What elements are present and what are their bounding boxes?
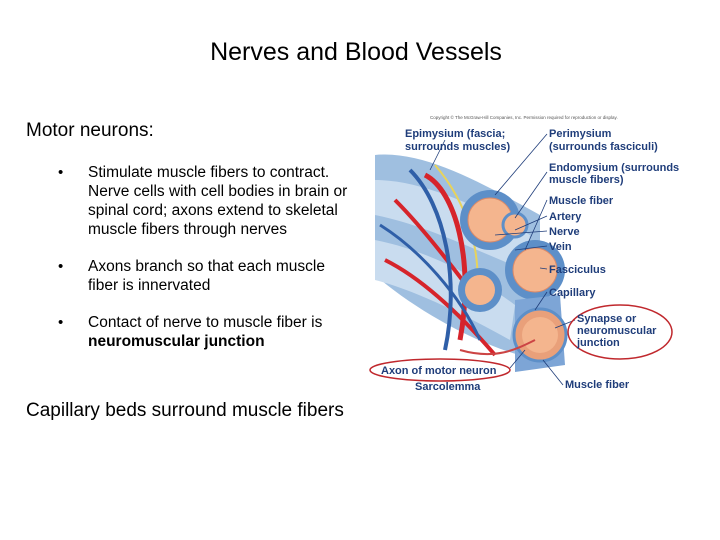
label-sarcolemma: Sarcolemma bbox=[415, 381, 481, 393]
leader-lines bbox=[429, 133, 576, 386]
bullet-text: Axons branch so that each muscle fiber i… bbox=[88, 258, 325, 294]
label-muscle-fiber-top: Muscle fiber bbox=[549, 195, 614, 207]
label-synapse: Synapse or neuromuscular junction bbox=[576, 313, 660, 349]
label-perimysium: Perimysium (surrounds fasciculi) bbox=[549, 128, 658, 153]
label-artery: Artery bbox=[549, 211, 582, 223]
capillary-heading: Capillary beds surround muscle fibers bbox=[26, 400, 344, 421]
bullet-text: Contact of nerve to muscle fiber is bbox=[88, 314, 323, 331]
label-muscle-fiber-bottom: Muscle fiber bbox=[565, 379, 630, 391]
label-axon-motor-neuron: Axon of motor neuron bbox=[381, 365, 497, 377]
bullet-item: Contact of nerve to muscle fiber is neur… bbox=[58, 313, 358, 351]
bullet-text: Stimulate muscle fibers to contract. Ner… bbox=[88, 164, 348, 238]
bullet-item: Stimulate muscle fibers to contract. Ner… bbox=[58, 163, 358, 239]
label-nerve: Nerve bbox=[549, 226, 580, 238]
label-capillary: Capillary bbox=[549, 287, 596, 299]
copyright-notice: Copyright © The McGraw-Hill Companies, I… bbox=[430, 114, 618, 120]
muscle-illustration bbox=[375, 154, 568, 372]
label-epimysium: Epimysium (fascia; surrounds muscles) bbox=[405, 128, 510, 153]
label-vein: Vein bbox=[549, 241, 572, 253]
bullet-item: Axons branch so that each muscle fiber i… bbox=[58, 257, 358, 295]
label-fasciculus: Fasciculus bbox=[549, 264, 606, 276]
muscle-anatomy-figure: Copyright © The McGraw-Hill Companies, I… bbox=[365, 110, 685, 400]
label-endomysium: Endomysium (surrounds muscle fibers) bbox=[549, 162, 682, 186]
slide-title: Nerves and Blood Vessels bbox=[210, 38, 502, 66]
axon-highlight-oval bbox=[369, 358, 511, 382]
motor-neurons-heading: Motor neurons: bbox=[26, 120, 154, 141]
bullet-list: Stimulate muscle fibers to contract. Ner… bbox=[58, 163, 358, 369]
bullet-bold-term: neuromuscular junction bbox=[88, 333, 265, 350]
synapse-highlight-oval bbox=[567, 304, 673, 360]
